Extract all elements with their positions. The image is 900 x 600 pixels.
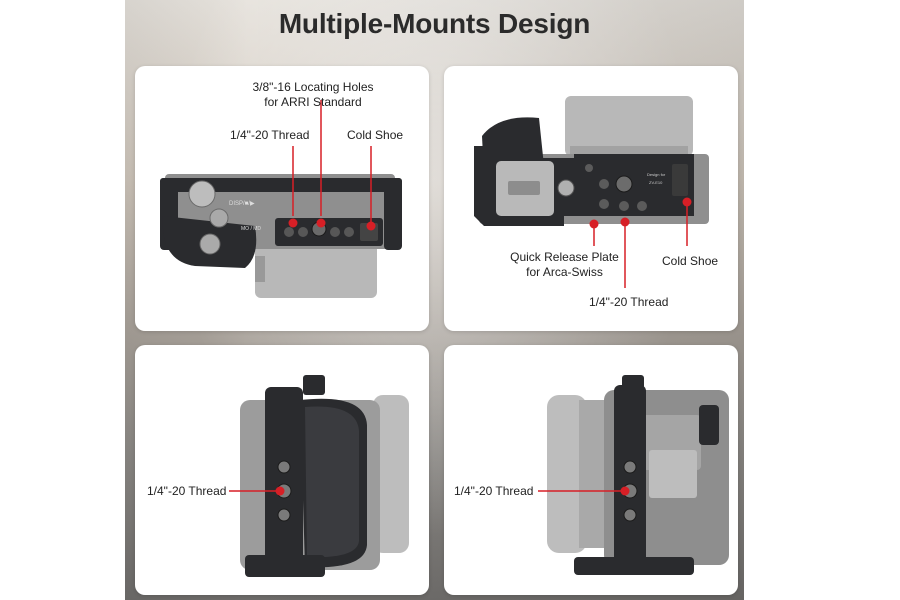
bottom-thread-marker bbox=[620, 217, 630, 227]
top-view-panel: DISP/■/▶ MO / MD 3/8"-16 Locating Holes … bbox=[135, 66, 429, 331]
quick-release-marker bbox=[589, 219, 599, 229]
lens-side-plate bbox=[614, 385, 646, 575]
lens-front bbox=[547, 395, 587, 553]
top-thread-label: 1/4"-20 Thread bbox=[230, 128, 310, 142]
locating-holes-marker bbox=[316, 218, 326, 228]
top-view-illustration: DISP/■/▶ MO / MD bbox=[160, 100, 402, 298]
grip-side-illustration bbox=[229, 375, 409, 577]
mode-mark-2: MO / MD bbox=[241, 226, 261, 232]
product-poster: Multiple-Mounts Design bbox=[125, 0, 744, 600]
lens-side-panel: 1/4"-20 Thread bbox=[444, 345, 738, 595]
cold-shoe-marker bbox=[366, 221, 376, 231]
top-plate bbox=[275, 218, 383, 246]
bottom-thread-label: 1/4"-20 Thread bbox=[589, 295, 669, 309]
mode-mark-1: DISP/■/▶ bbox=[229, 201, 255, 207]
quick-release-label: Quick Release Plate for Arca-Swiss bbox=[510, 250, 619, 279]
engraving-line-2: ZV-E10 bbox=[649, 180, 663, 185]
grip-thread-label: 1/4"-20 Thread bbox=[147, 484, 227, 498]
engraving-line-1: Design for bbox=[647, 172, 666, 177]
locating-holes-label: 3/8"-16 Locating Holes for ARRI Standard bbox=[252, 80, 374, 109]
lens-barrel bbox=[255, 241, 377, 298]
bottom-cold-shoe-label: Cold Shoe bbox=[662, 254, 719, 268]
side-plate bbox=[265, 387, 303, 577]
page-title: Multiple-Mounts Design bbox=[278, 8, 591, 39]
top-cold-shoe-label: Cold Shoe bbox=[347, 128, 404, 142]
bottom-view-illustration: Design for ZV-E10 bbox=[474, 96, 709, 288]
lens-side-thread-marker bbox=[620, 486, 630, 496]
grip-side-panel: 1/4"-20 Thread bbox=[135, 345, 429, 595]
bottom-cold-shoe-marker bbox=[682, 197, 692, 207]
grip-thread-marker bbox=[275, 486, 285, 496]
thread-marker bbox=[288, 218, 298, 228]
bottom-view-panel: Design for ZV-E10 Quick Release Plate fo… bbox=[444, 66, 738, 331]
lens-side-illustration bbox=[538, 375, 729, 575]
lens-side-thread-label: 1/4"-20 Thread bbox=[454, 484, 534, 498]
